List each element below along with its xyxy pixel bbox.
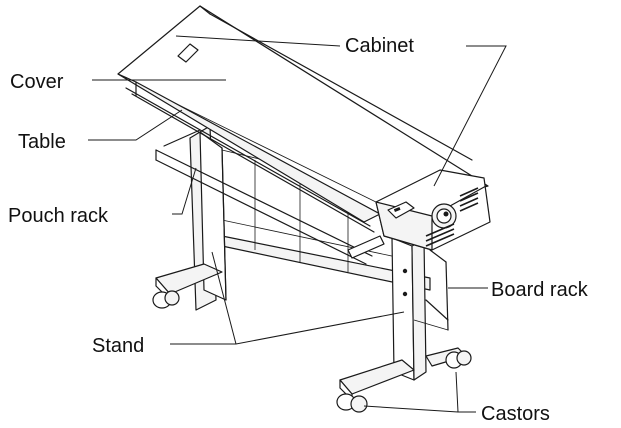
castor-wheel-front-right (336, 393, 368, 413)
cabinet-leader (175, 35, 341, 47)
castor-wheel-back-right (445, 350, 472, 369)
table-leader (88, 109, 183, 141)
label-cabinet: Cabinet (345, 35, 414, 57)
label-board-rack: Board rack (491, 279, 589, 301)
label-pouch-rack: Pouch rack (8, 205, 109, 227)
label-table: Table (18, 131, 66, 153)
pouch-rack-leader (172, 167, 197, 215)
label-cover: Cover (10, 71, 64, 93)
leader-lines (88, 35, 507, 413)
castors-leader (455, 371, 476, 413)
stand-leader (170, 311, 405, 345)
castor-wheel-left (152, 290, 180, 309)
labels: Cabinet Cover Table Pouch rack Board rac… (8, 35, 589, 425)
stand-leader-left (211, 251, 237, 345)
castors (152, 290, 472, 413)
pouch-rack (155, 129, 385, 265)
stand (155, 125, 467, 401)
cabinet (117, 5, 491, 251)
cabinet-leader-right (433, 45, 507, 187)
label-castors: Castors (481, 403, 550, 425)
castors-leader-front (363, 405, 459, 413)
label-stand: Stand (92, 335, 144, 357)
